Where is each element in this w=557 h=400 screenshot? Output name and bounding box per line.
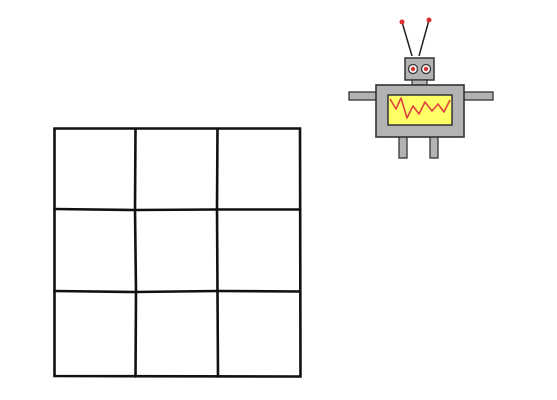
board-cells [55, 129, 300, 376]
board-cell-1-0[interactable] [55, 211, 135, 291]
grid-line-horizontal-2 [53, 289, 302, 294]
robot-arm-right [462, 91, 494, 101]
robot-antenna-left [401, 21, 413, 57]
board-grid-lines [53, 127, 302, 378]
robot-antenna-left-tip [399, 19, 405, 25]
board-cell-2-2[interactable] [219, 293, 300, 376]
board-cell-0-2[interactable] [219, 129, 300, 209]
robot-leg-right [429, 135, 439, 159]
board-cell-1-2[interactable] [219, 211, 300, 291]
robot-arm-left [348, 91, 378, 101]
robot-icon [347, 14, 495, 162]
grid-line-vertical-2 [215, 127, 220, 378]
grid-line-vertical-1 [133, 127, 138, 378]
robot-pupil-right [423, 66, 429, 72]
tic-tac-toe-board [53, 127, 302, 378]
robot-chest-screen [387, 94, 453, 126]
board-svg [53, 127, 302, 378]
grid-line-horizontal-1 [53, 207, 302, 212]
robot-antenna-right-tip [426, 17, 432, 23]
board-cell-2-0[interactable] [55, 293, 135, 376]
board-cell-0-0[interactable] [55, 129, 135, 209]
robot-screen-wave [389, 97, 451, 119]
board-cell-2-1[interactable] [137, 293, 217, 376]
robot-svg [348, 17, 494, 159]
board-cell-0-1[interactable] [137, 129, 217, 209]
robot-leg-left [398, 135, 408, 159]
board-cell-1-1[interactable] [137, 211, 217, 291]
robot-antenna-right [418, 19, 430, 57]
robot-pupil-left [410, 66, 416, 72]
